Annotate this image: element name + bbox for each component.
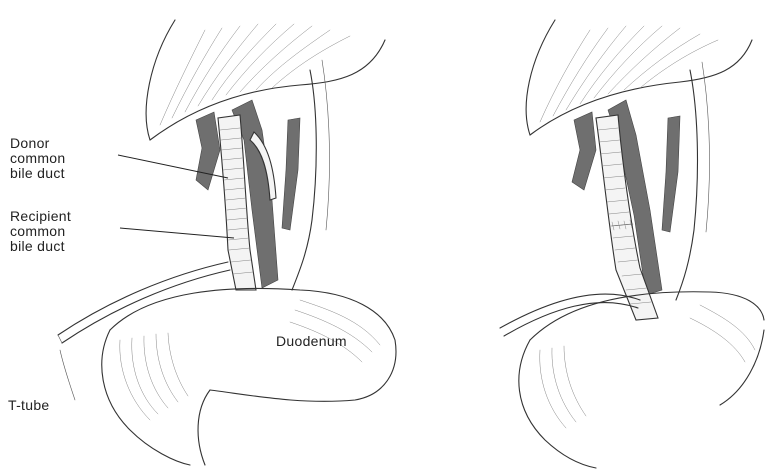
duodenum-hatching — [120, 300, 380, 420]
duodenum-label: Duodenum — [276, 334, 347, 349]
recipient-common-bile-duct-label: Recipient common bile duct — [10, 209, 71, 254]
left-panel-with-t-tube — [58, 20, 396, 465]
t-tube-label: T-tube — [8, 398, 50, 413]
liver-edge — [150, 40, 385, 140]
right-panel-completed-anastomosis — [500, 20, 764, 468]
recipient-duct-leader — [120, 228, 234, 238]
donor-common-bile-duct-label: Donor common bile duct — [10, 136, 65, 181]
